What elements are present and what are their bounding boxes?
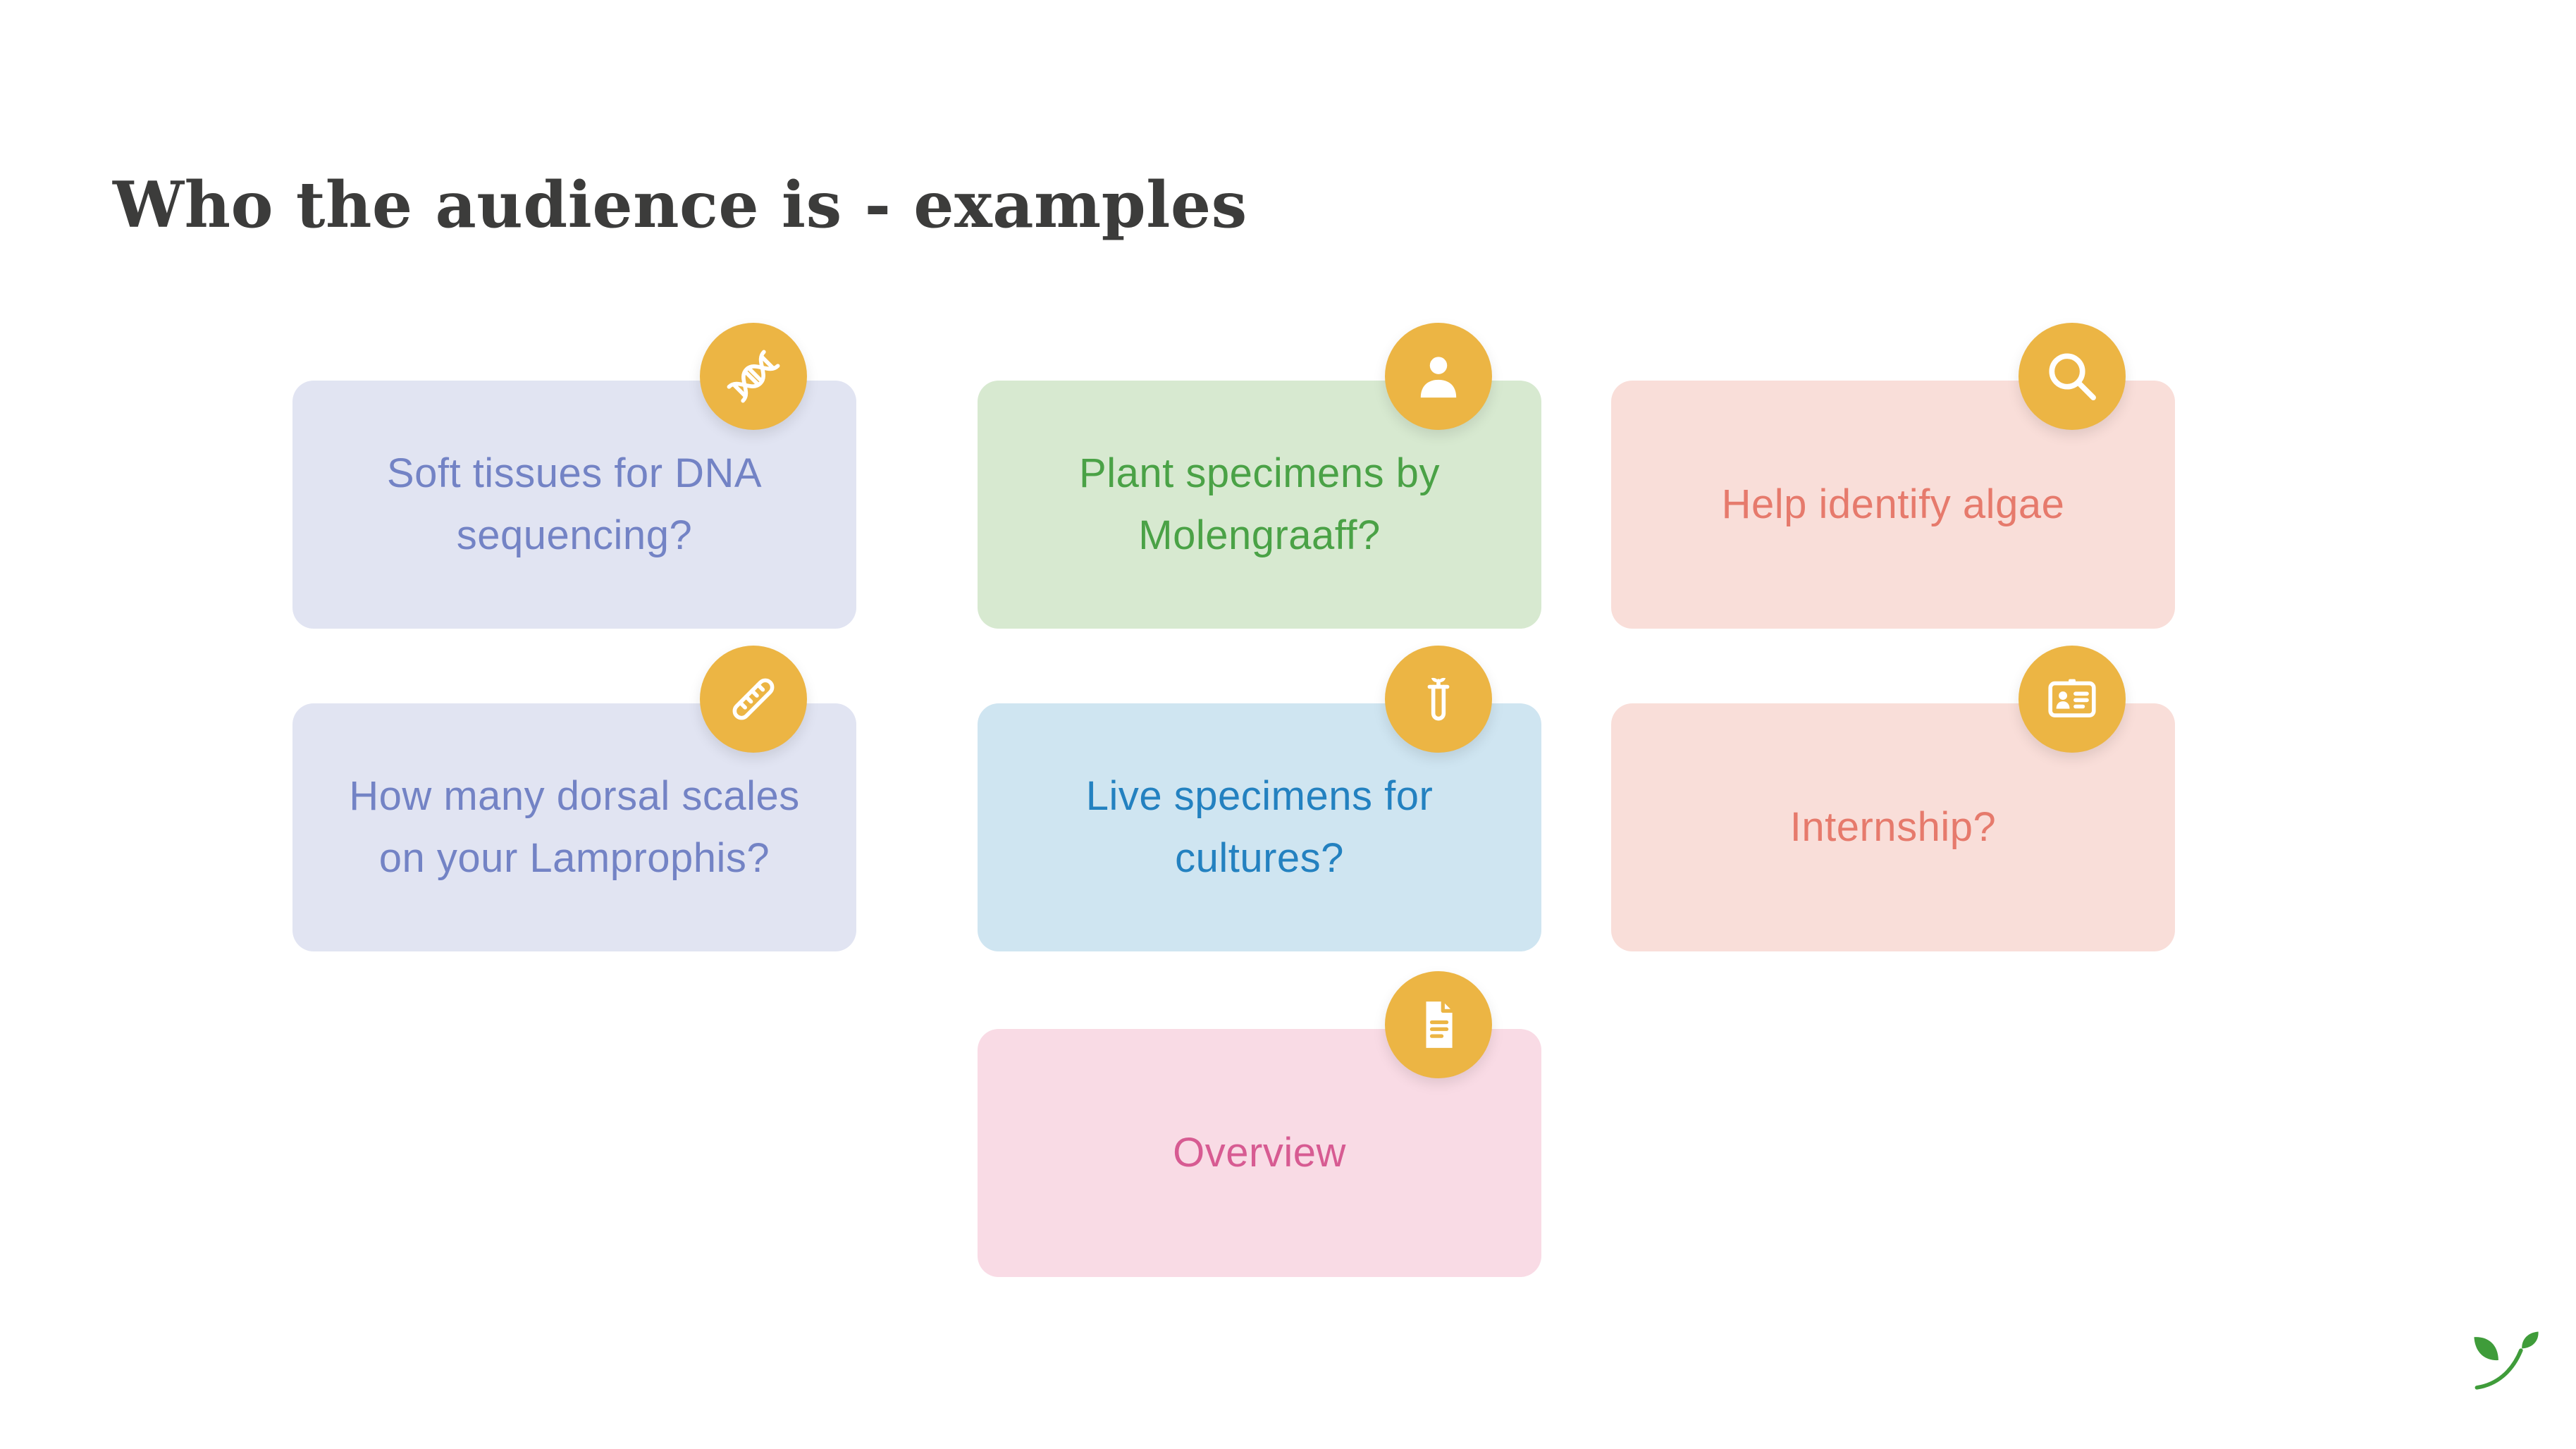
card-label: Internship? bbox=[1789, 803, 1997, 850]
card-dorsal-scales: How many dorsal scales on your Lamprophi… bbox=[292, 646, 856, 951]
card-label: Plant specimens by Molengraaff? bbox=[1079, 450, 1440, 558]
test-tube-icon bbox=[1385, 646, 1492, 753]
card-internship: Internship? bbox=[1611, 646, 2175, 951]
id-badge-icon bbox=[2019, 646, 2126, 753]
card-label: How many dorsal scales on your Lamprophi… bbox=[349, 772, 800, 881]
dna-icon bbox=[700, 323, 807, 430]
dna-icon-glyph bbox=[727, 350, 780, 403]
card-identify-algae: Help identify algae bbox=[1611, 323, 2175, 629]
sprout-logo bbox=[2471, 1328, 2541, 1393]
card-live-specimens: Live specimens for cultures? bbox=[978, 646, 1541, 951]
ruler-icon-glyph bbox=[732, 678, 775, 720]
card-label: Live specimens for cultures? bbox=[1085, 772, 1434, 881]
magnifier-icon-glyph bbox=[2049, 353, 2096, 400]
document-icon-glyph bbox=[1426, 999, 1455, 1048]
ruler-icon bbox=[700, 646, 807, 753]
card-label: Help identify algae bbox=[1721, 481, 2065, 527]
card-soft-tissues: Soft tissues for DNA sequencing? bbox=[292, 323, 856, 629]
card-label: Soft tissues for DNA sequencing? bbox=[386, 450, 763, 558]
id-badge-icon-glyph bbox=[2048, 679, 2096, 717]
card-plant-specimens: Plant specimens by Molengraaff? bbox=[978, 323, 1541, 629]
person-icon-glyph bbox=[1420, 357, 1457, 398]
sprout-logo-glyph bbox=[2474, 1331, 2539, 1390]
slide-title: Who the audience is - examples bbox=[113, 168, 1247, 242]
document-icon bbox=[1385, 971, 1492, 1078]
card-overview: Overview bbox=[978, 971, 1541, 1277]
magnifier-icon bbox=[2019, 323, 2126, 430]
card-label: Overview bbox=[1173, 1129, 1346, 1176]
test-tube-icon-glyph bbox=[1427, 677, 1450, 721]
person-icon bbox=[1385, 323, 1492, 430]
